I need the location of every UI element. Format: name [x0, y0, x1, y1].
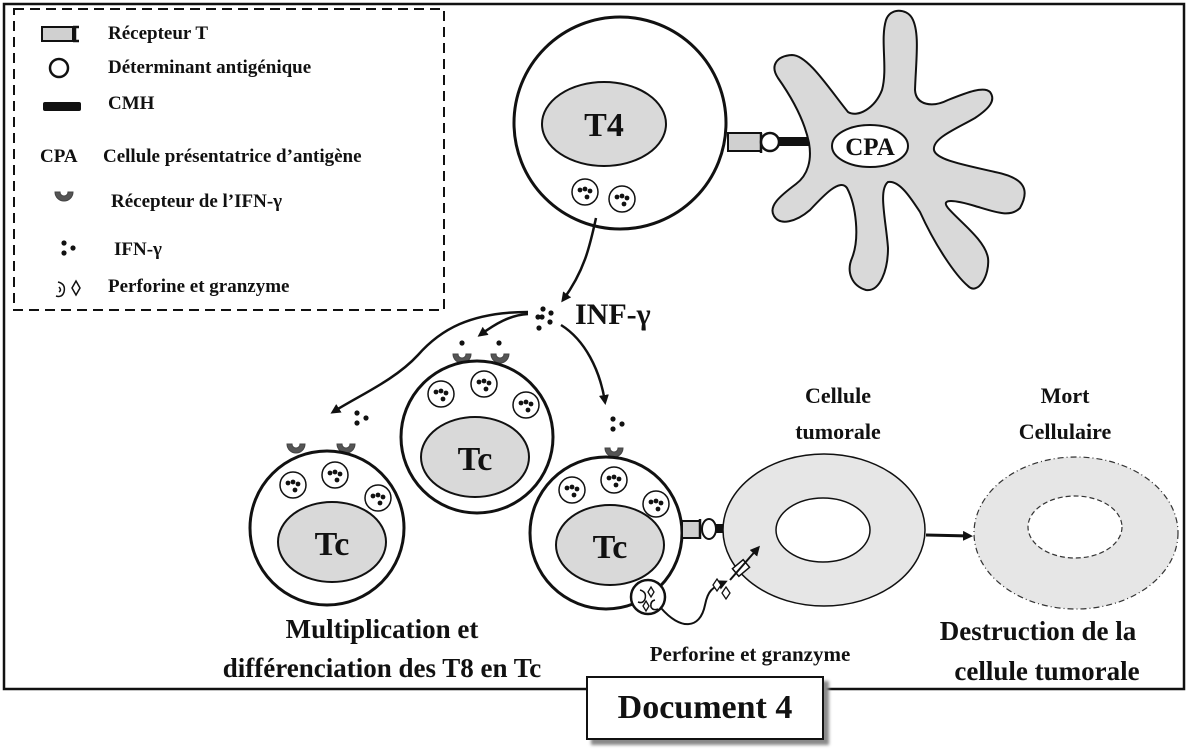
legend-label-t-receptor: Récepteur T	[108, 23, 208, 44]
death-label-line1: Mort	[1041, 383, 1091, 408]
destruction-label-line2: cellule tumorale	[954, 656, 1139, 686]
antigen-determinant	[759, 131, 781, 153]
arrow-ifn-to-tc3	[560, 323, 609, 405]
cpa-label: CPA	[845, 134, 895, 161]
perforin-pore	[729, 545, 760, 581]
legend-abbrev-cpa: CPA	[40, 146, 78, 167]
mhc-icon	[43, 102, 81, 111]
death-label-line2: Cellulaire	[1019, 419, 1112, 444]
dead-cell	[973, 456, 1179, 610]
vesicle	[571, 178, 599, 206]
arrow-ifn-to-tc2	[477, 312, 529, 337]
t4-cpa-synapse	[727, 131, 810, 153]
legend: Récepteur T Déterminant antigénique CMH …	[13, 8, 445, 311]
tumor-label-line1: Cellule	[805, 383, 871, 408]
t-receptor-icon	[41, 25, 79, 43]
legend-label-ifn-receptor: Récepteur de l’IFN-γ	[111, 191, 282, 212]
tumor-label-line2: tumorale	[795, 419, 881, 444]
legend-label-perforin-granzyme: Perforine et granzyme	[108, 276, 289, 297]
t4-cell: T4	[512, 15, 728, 231]
destruction-label-line1: Destruction de la	[940, 616, 1137, 646]
document-title: Document 4	[586, 676, 824, 740]
tc-cell-2: Tc	[399, 353, 555, 515]
ifn-cluster	[535, 306, 554, 331]
arrow-tumor-to-death	[925, 530, 973, 541]
arrow-ifn-to-tc1	[330, 310, 529, 414]
vesicle	[608, 185, 636, 213]
cpa-cell: CPA	[771, 9, 1026, 292]
tc-cell-1: Tc	[248, 443, 406, 607]
multiplication-label-line1: Multiplication et	[286, 614, 479, 644]
tumor-cell	[722, 453, 926, 607]
ifn-label: INF-γ	[575, 298, 651, 331]
legend-box	[13, 8, 445, 311]
legend-label-antigen-determinant: Déterminant antigénique	[108, 57, 311, 78]
perforin-granzyme-release	[629, 578, 667, 616]
ifn-dots	[354, 410, 369, 426]
mhc	[779, 137, 810, 146]
ifn-dots	[610, 416, 625, 432]
t4-label: T4	[584, 107, 624, 144]
tc-tumor-synapse	[681, 518, 730, 540]
tc-label: Tc	[458, 441, 493, 478]
tc-cell-3: Tc	[528, 447, 684, 616]
tc-label: Tc	[315, 526, 350, 563]
antigen-determinant-icon	[48, 57, 70, 79]
perforin-label: Perforine et granzyme	[650, 642, 851, 666]
perforin-granzyme-icon	[55, 279, 81, 298]
tc-label: Tc	[593, 529, 628, 566]
legend-label-ifn: IFN-γ	[114, 239, 162, 260]
multiplication-label-line2: différenciation des T8 en Tc	[223, 653, 542, 683]
arrow-t4-to-ifn	[561, 217, 598, 303]
legend-label-mhc: CMH	[108, 93, 155, 114]
t-receptor	[727, 132, 762, 152]
legend-label-cpa: Cellule présentatrice d’antigène	[103, 146, 362, 167]
